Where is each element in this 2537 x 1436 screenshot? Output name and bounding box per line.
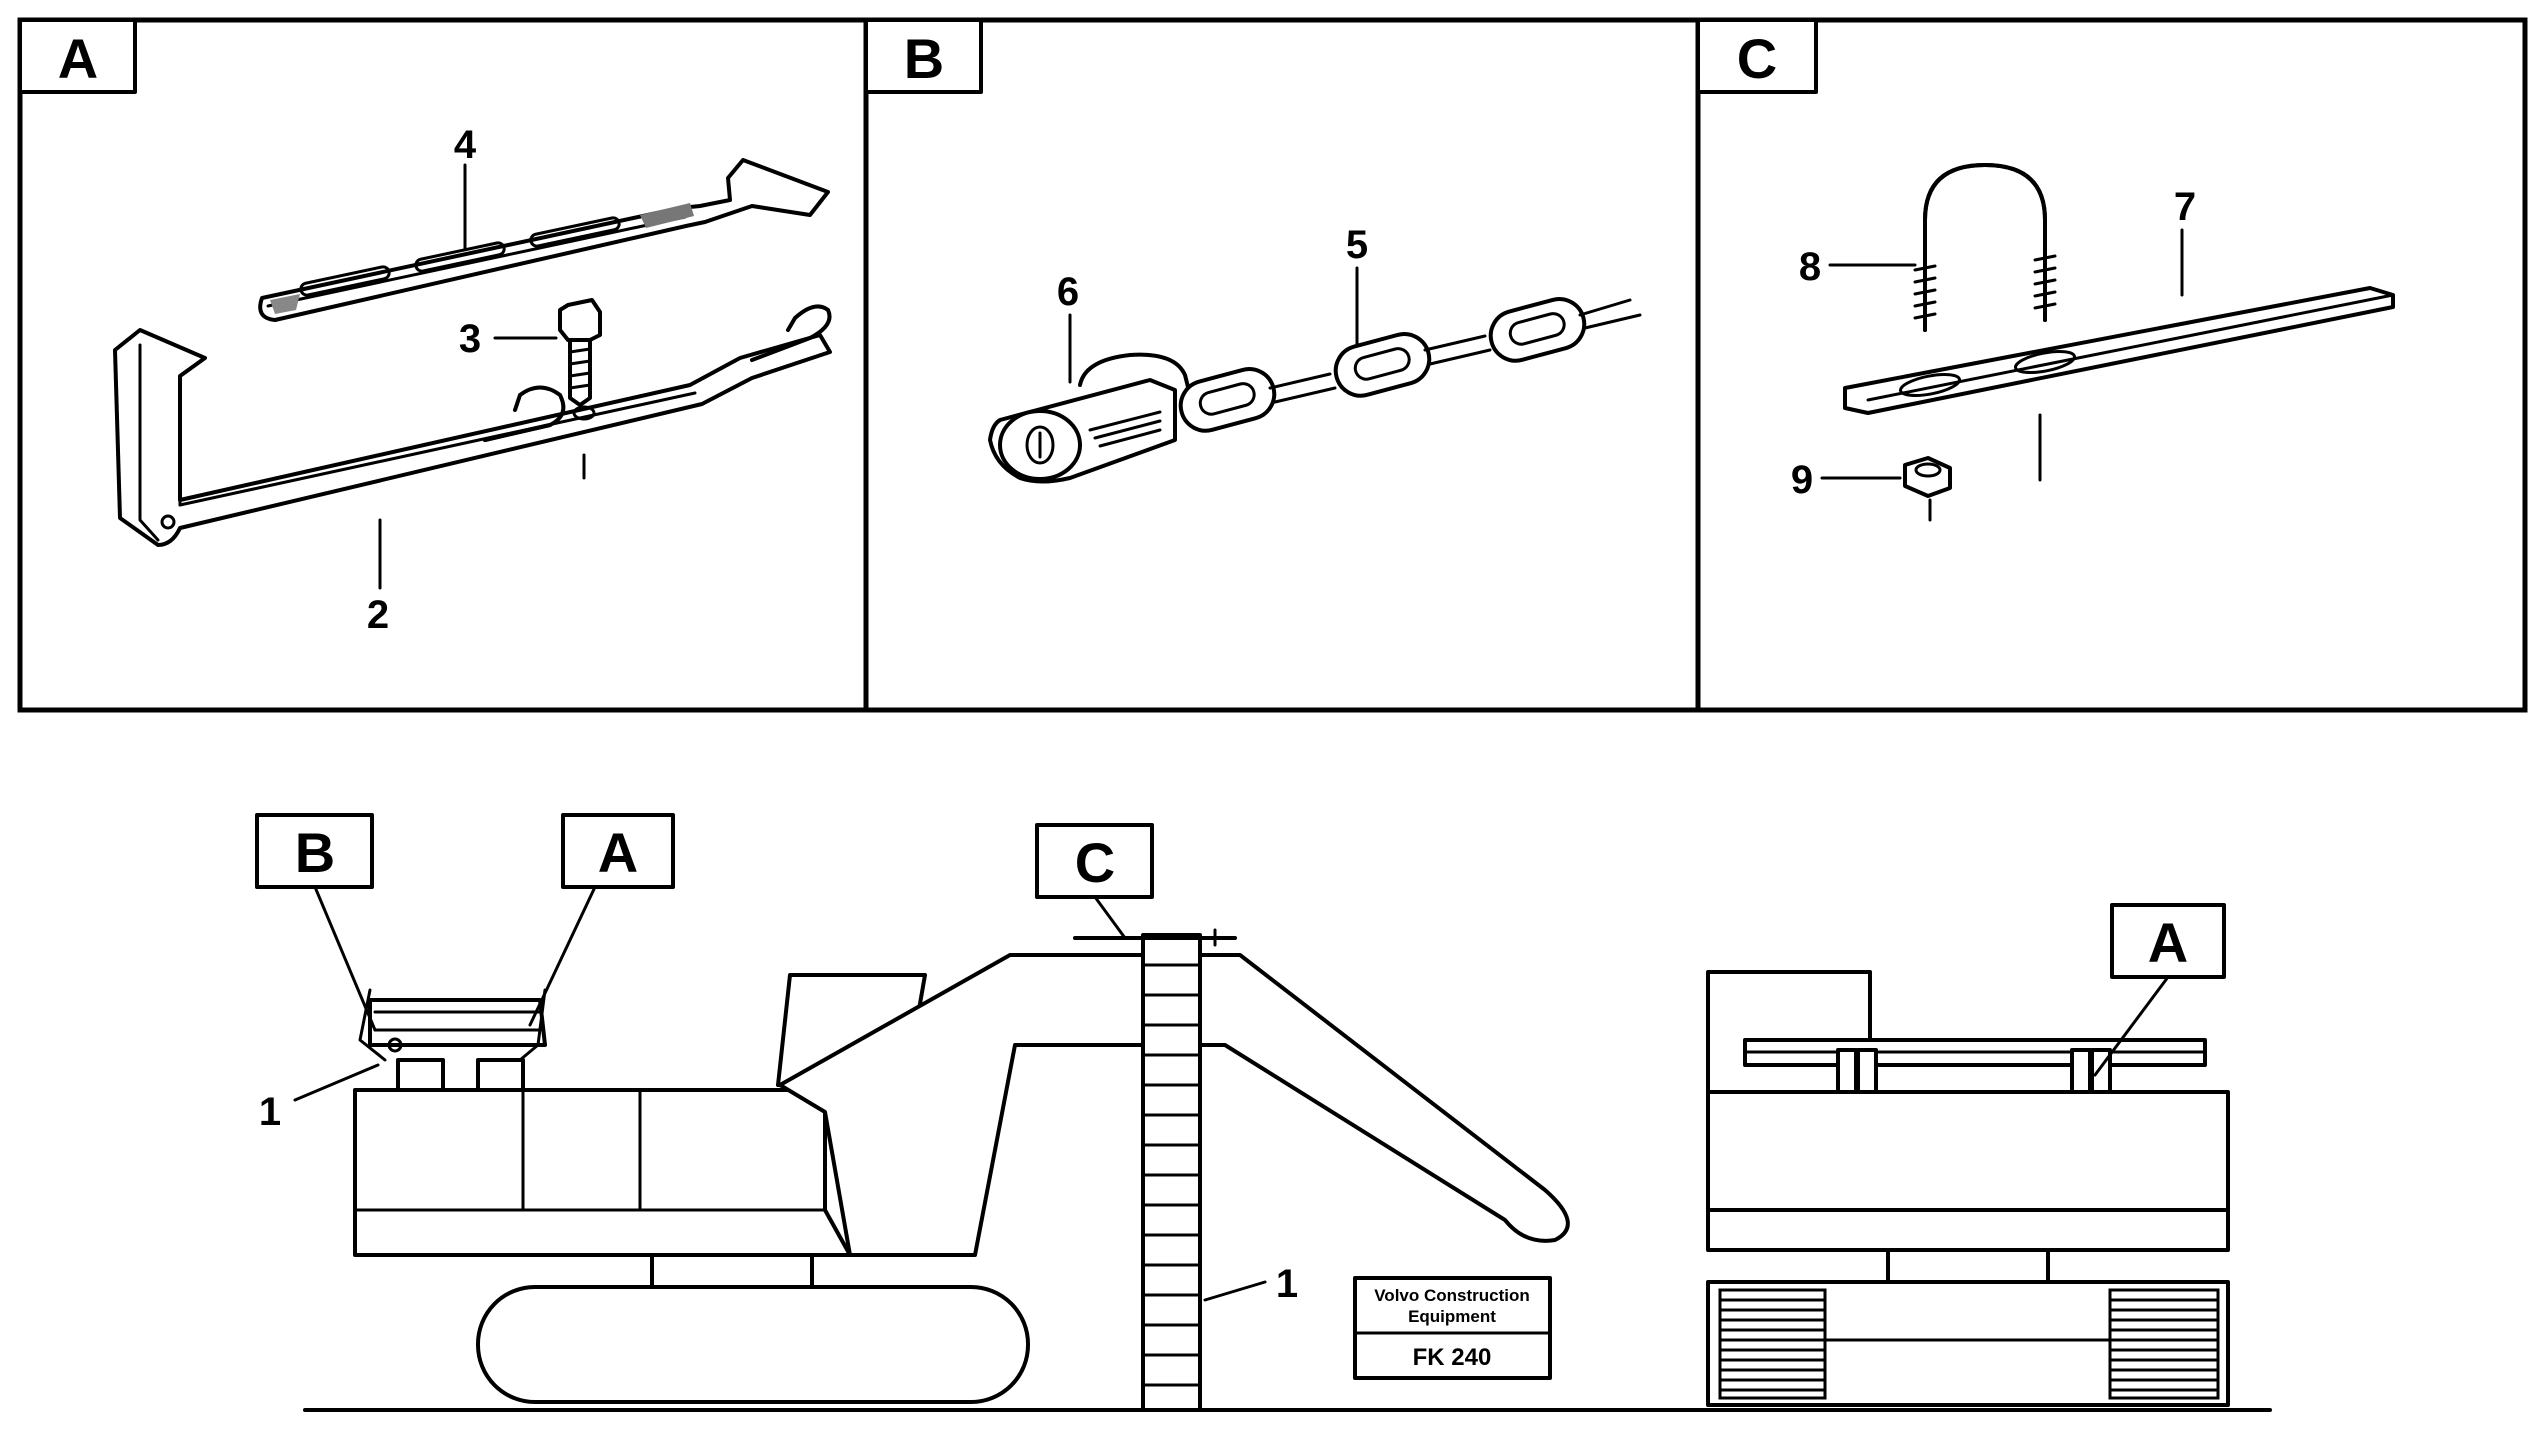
detail-panels-frame bbox=[17, 17, 2528, 713]
panel-c-label: C bbox=[1737, 27, 1777, 90]
callout-6: 6 bbox=[1057, 270, 1079, 314]
slotted-strap-drawing bbox=[258, 158, 830, 322]
boom bbox=[778, 953, 1570, 1257]
callout-4: 4 bbox=[454, 123, 477, 167]
panel-a: A bbox=[18, 18, 832, 637]
callout-1-ladder: 1 bbox=[1276, 1262, 1298, 1306]
machine-rear-view: A bbox=[1706, 903, 2230, 1407]
stamp-code: FK 240 bbox=[1413, 1344, 1492, 1371]
bolt-drawing bbox=[558, 298, 602, 407]
flat-bar-drawing bbox=[1843, 286, 2395, 482]
panel-b-label-box bbox=[864, 18, 983, 94]
bracket-drawing bbox=[113, 304, 832, 547]
callout-5: 5 bbox=[1346, 223, 1368, 267]
callout-box-a1 bbox=[561, 813, 675, 889]
callout-3: 3 bbox=[459, 317, 481, 361]
panel-c: C bbox=[1696, 18, 2395, 522]
panel-b: B 6 5 bbox=[864, 18, 1642, 484]
callout-box-c bbox=[1035, 823, 1154, 899]
callout-7: 7 bbox=[2174, 185, 2196, 229]
title-stamp: Volvo Construction Equipment FK 240 bbox=[1353, 1276, 1552, 1380]
track-tread-right bbox=[2108, 1298, 2220, 1392]
callout-c: C bbox=[1075, 831, 1115, 894]
panel-b-label: B bbox=[904, 27, 944, 90]
chain-drawing bbox=[1178, 297, 1642, 433]
stamp-line2: Equipment bbox=[1408, 1307, 1496, 1326]
callout-box-a2 bbox=[2110, 903, 2226, 979]
track-tread-left bbox=[1718, 1298, 1827, 1392]
ladder bbox=[1073, 928, 1237, 1412]
panel-a-label-box bbox=[18, 18, 137, 94]
panel-a-label: A bbox=[58, 27, 98, 90]
panel-c-label-box bbox=[1696, 18, 1818, 94]
stamp-line1: Volvo Construction bbox=[1374, 1286, 1530, 1305]
callout-2: 2 bbox=[367, 593, 389, 637]
callout-box-b bbox=[255, 813, 374, 889]
callout-1-left: 1 bbox=[259, 1090, 281, 1134]
padlock-drawing bbox=[988, 352, 1192, 484]
nut-drawing bbox=[1903, 456, 1952, 522]
callout-a2: A bbox=[2148, 911, 2188, 974]
callout-b: B bbox=[295, 821, 335, 884]
roof-rack bbox=[358, 988, 547, 1092]
callout-9: 9 bbox=[1791, 458, 1813, 502]
callout-8: 8 bbox=[1799, 245, 1821, 289]
machine-side-view: B A C 1 1 bbox=[255, 813, 2272, 1412]
left-track bbox=[476, 1285, 1030, 1404]
u-bolt-drawing bbox=[1913, 163, 2057, 332]
callout-a1: A bbox=[598, 821, 638, 884]
upper-body bbox=[353, 1088, 852, 1257]
